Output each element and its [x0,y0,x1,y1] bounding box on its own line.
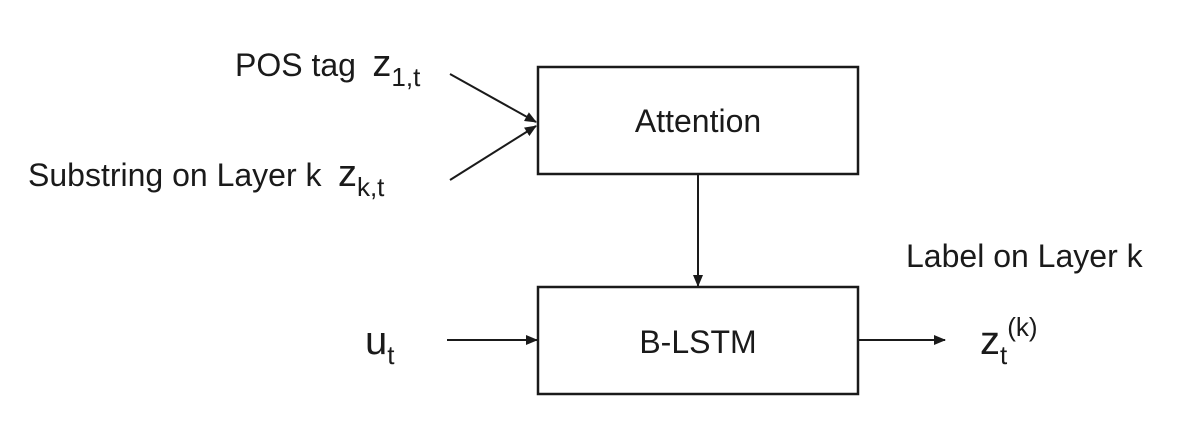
edge-substring-to-attention [449,125,537,181]
output-label: zt(k) [980,312,1038,370]
output-caption: Label on Layer k [906,238,1144,274]
blstm-label: B-LSTM [639,324,756,360]
pos-tag-input-label: POS tag z1,t [235,43,421,92]
edge-pos-tag-to-attention [449,73,537,123]
u-input-label: ut [365,319,395,370]
attention-label: Attention [635,103,761,139]
substring-input-label: Substring on Layer k zk,t [28,153,385,202]
